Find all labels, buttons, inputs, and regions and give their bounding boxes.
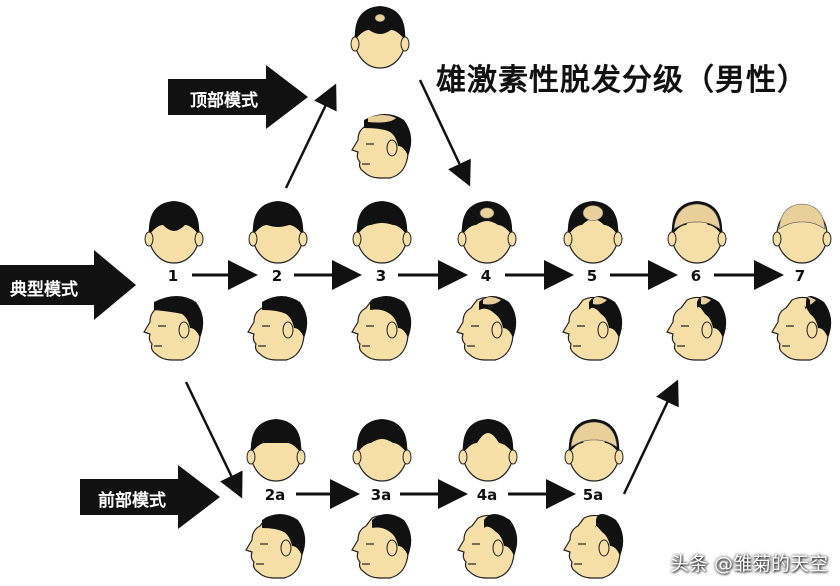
head-top-stage-5 <box>563 201 623 264</box>
head-top-stage-2 <box>248 201 308 264</box>
diagram-title: 雄激素性脱发分级（男性） <box>436 63 808 98</box>
head-top-stage-3 <box>352 201 412 264</box>
stage-label-5a: 5a <box>582 486 604 504</box>
stage-label-2a: 2a <box>264 486 286 504</box>
head-top-vertex <box>350 6 410 69</box>
stage-label-1: 1 <box>167 267 179 285</box>
stage-label-3: 3 <box>375 267 387 285</box>
stage-label-4a: 4a <box>476 486 498 504</box>
head-profile-stage-6 <box>666 296 727 361</box>
head-profile-stage-4 <box>456 296 517 361</box>
head-profile-stage-7 <box>771 296 832 361</box>
head-profile-stage-1 <box>143 296 204 361</box>
head-profile-stage-2a <box>245 514 306 579</box>
arrow-vertex-to-4 <box>418 79 471 187</box>
stage-label-2: 2 <box>271 267 283 285</box>
head-profile-stage-4a <box>457 514 518 579</box>
arrow-5a-to-6 <box>622 379 679 495</box>
head-top-stage-4 <box>457 201 517 264</box>
stage-label-3a: 3a <box>370 486 392 504</box>
stage-label-6: 6 <box>690 267 702 285</box>
watermark: 头条 @雏菊的天空 <box>669 553 828 575</box>
head-top-stage-7 <box>772 203 832 264</box>
head-profile-vertex <box>351 114 412 179</box>
stage-label-7: 7 <box>794 267 806 285</box>
head-profile-stage-5 <box>562 296 623 361</box>
head-top-stage-6 <box>667 201 727 264</box>
typical-mode-label: 典型模式 <box>10 280 78 300</box>
head-top-stage-3a <box>352 419 412 482</box>
head-profile-stage-5a <box>563 514 624 579</box>
vertex-mode-arrow <box>168 65 308 129</box>
head-top-stage-1 <box>144 201 204 264</box>
frontal-mode-arrow <box>80 465 220 529</box>
head-profile-stage-3 <box>351 296 412 361</box>
head-top-stage-2a <box>246 419 306 482</box>
head-profile-stage-3a <box>351 514 412 579</box>
stage-label-4: 4 <box>480 267 492 285</box>
head-profile-stage-2 <box>247 296 308 361</box>
arrow-1-to-frontal <box>184 381 243 499</box>
arrow-2-to-vertex <box>284 83 337 189</box>
frontal-mode-label: 前部模式 <box>98 491 166 511</box>
typical-mode-arrow <box>0 250 136 320</box>
stage-label-5: 5 <box>586 267 598 285</box>
vertex-mode-label: 顶部模式 <box>190 91 258 111</box>
head-top-stage-4a <box>458 419 518 482</box>
head-top-stage-5a <box>564 419 624 482</box>
